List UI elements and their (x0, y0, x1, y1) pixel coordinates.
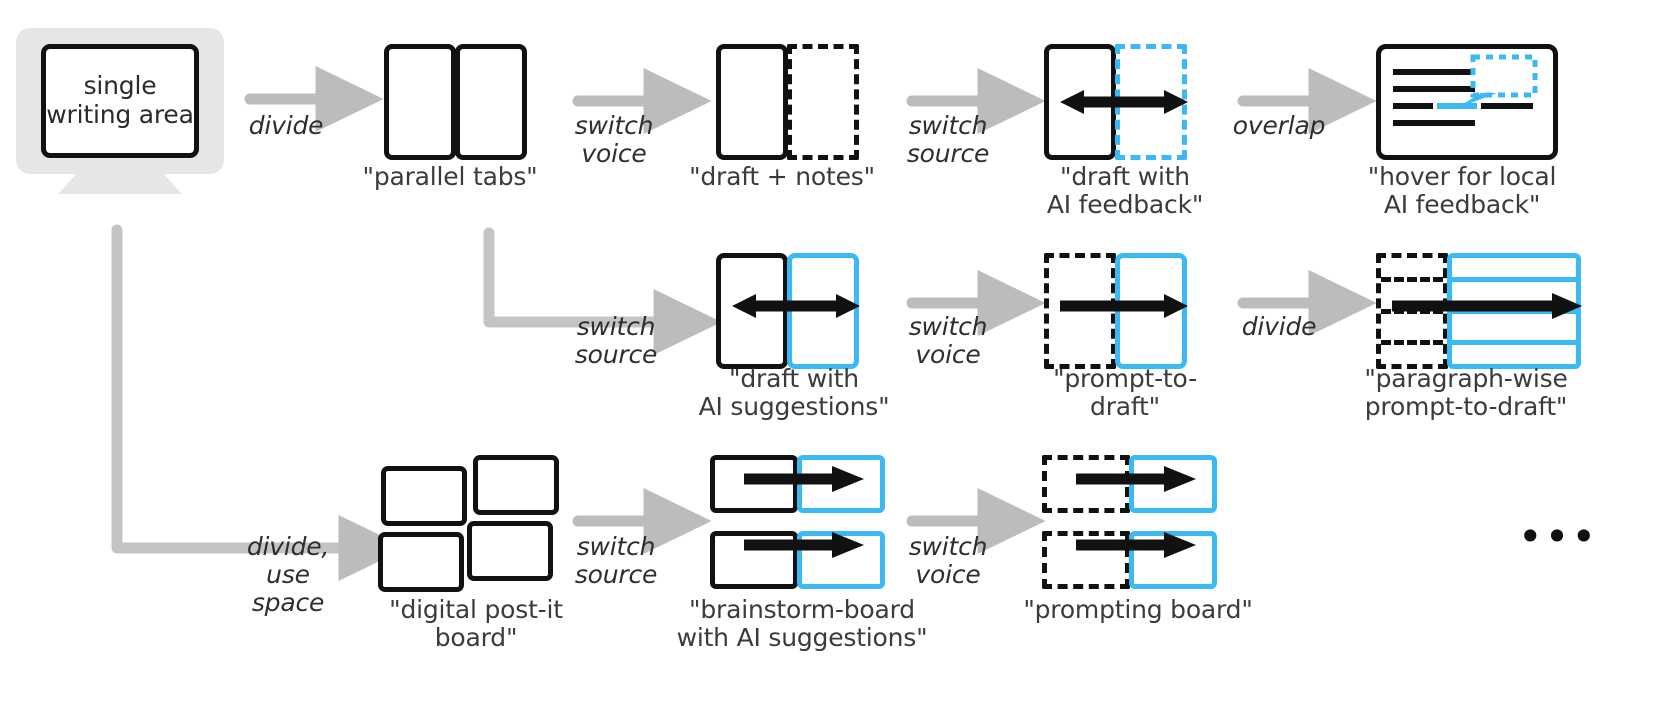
text-lines (1393, 69, 1533, 126)
tab-pane-left (384, 44, 456, 160)
postit-card (473, 455, 559, 515)
caption-paragraph-wise-prompt-to-draft: "paragraph-wise prompt-to-draft" (1364, 364, 1568, 421)
node-hover-local-ai-feedback[interactable] (1376, 44, 1558, 160)
monitor-stand-icon (58, 172, 182, 194)
edge-label-switch-voice-1: switch voice (574, 111, 654, 168)
caption-hover-local-ai-feedback: "hover for local AI feedback" (1367, 162, 1557, 219)
monitor-screen: single writing area (41, 44, 199, 158)
edge-label-divide: divide (248, 111, 324, 140)
node-label-single-writing-area: single writing area (46, 71, 194, 129)
bidirectional-arrow-icon (1060, 90, 1188, 114)
caption-parallel-tabs: "parallel tabs" (362, 162, 538, 191)
tab-pane-right (455, 44, 527, 160)
postit-card (378, 532, 464, 592)
right-arrow-icon (1060, 294, 1188, 318)
caption-prompting-board: "prompting board" (1023, 595, 1253, 624)
more-ellipsis: ••• (1517, 512, 1599, 561)
edge-label-switch-voice-2: switch voice (908, 312, 988, 369)
ai-feedback-bubble-icon (1455, 54, 1538, 109)
board-pair-row (1042, 531, 1217, 589)
ai-draft-card-blue (1129, 531, 1217, 589)
edge-label-switch-source-3: switch source (574, 532, 658, 589)
connector-tabs-to-draftrow (483, 227, 722, 355)
document-frame (1376, 44, 1558, 160)
caption-draft-ai-feedback: "draft with AI feedback" (1046, 162, 1204, 219)
edge-label-divide-use-space: divide, use space (246, 532, 330, 617)
monitor-bezel-icon: single writing area (16, 28, 224, 174)
node-parallel-tabs[interactable] (384, 44, 527, 160)
edge-label-switch-source-2: switch source (574, 312, 658, 369)
notes-pane-dashed (787, 44, 859, 160)
caption-draft-notes: "draft + notes" (689, 162, 875, 191)
node-prompting-board[interactable] (1042, 455, 1217, 589)
right-arrow-icon (744, 466, 864, 492)
right-arrow-icon (744, 532, 864, 558)
caption-digital-postit-board: "digital post-it board" (389, 595, 563, 652)
bidirectional-arrow-icon (732, 294, 860, 318)
right-arrow-icon (1076, 532, 1196, 558)
connector-root-to-board (111, 224, 407, 581)
postit-card (467, 521, 553, 581)
caption-draft-ai-suggestions: "draft with AI suggestions" (698, 364, 890, 421)
postit-card (381, 466, 467, 526)
edge-label-switch-voice-3: switch voice (908, 532, 988, 589)
right-arrow-icon (1076, 466, 1196, 492)
right-arrow-icon (1392, 293, 1582, 319)
edge-label-divide-2: divide (1241, 312, 1317, 341)
caption-prompt-to-draft: "prompt-to- draft" (1053, 364, 1197, 421)
edge-label-switch-source-1: switch source (906, 111, 990, 168)
caption-brainstorm-board: "brainstorm-board with AI suggestions" (676, 595, 928, 652)
edge-label-overlap: overlap (1232, 111, 1326, 140)
draft-pane (716, 44, 788, 160)
node-digital-postit-board[interactable] (378, 455, 568, 592)
prompt-card-dashed (1042, 531, 1130, 589)
node-draft-notes[interactable] (716, 44, 859, 160)
node-single-writing-area[interactable]: single writing area (16, 28, 224, 174)
highlighted-text-run (1437, 103, 1477, 109)
